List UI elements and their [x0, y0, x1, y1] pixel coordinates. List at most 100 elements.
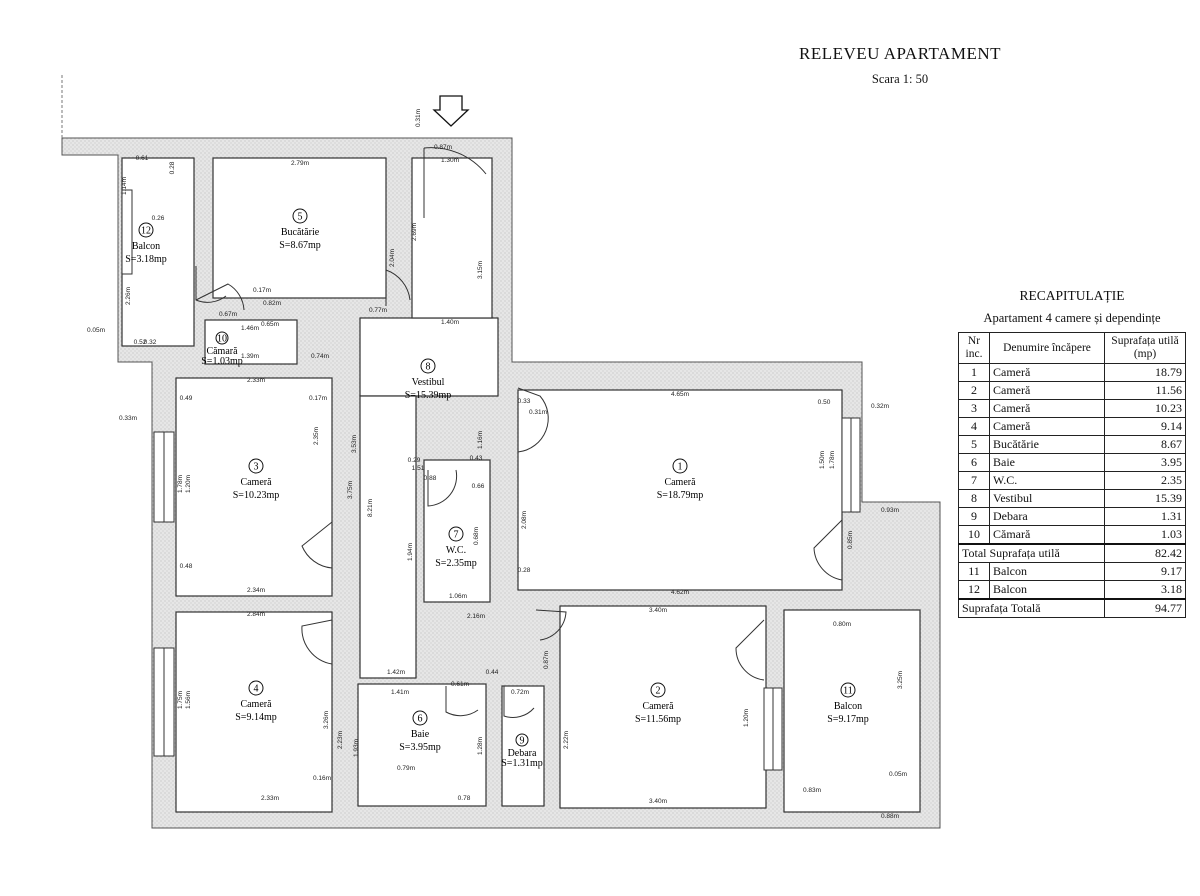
- room-area: S=8.67mp: [279, 240, 320, 251]
- dimension-label: 0.16m: [313, 775, 331, 782]
- room-number-circle: [292, 208, 308, 224]
- recap-cell-name: Balcon: [989, 562, 1105, 581]
- room-number-circle: [515, 733, 529, 747]
- recap-cell-name: Cameră: [989, 399, 1105, 418]
- room-number-circle: [138, 222, 154, 238]
- room-nr: 6: [418, 714, 423, 725]
- recap-cell-name: Cămară: [989, 525, 1105, 545]
- dimension-label: 1.41m: [391, 689, 409, 696]
- room-nr: 10: [217, 334, 227, 345]
- recap-cell-name: Vestibul: [989, 489, 1105, 508]
- recap-cell-nr: 5: [958, 435, 990, 454]
- dimension-label: 2.69m: [411, 223, 418, 241]
- room-hall-floor-lower: [359, 395, 417, 679]
- room-2-floor: [559, 605, 767, 809]
- room-hall-floor: [359, 317, 499, 397]
- dimension-label: 1.42m: [387, 669, 405, 676]
- room-area: S=15.39mp: [405, 390, 451, 401]
- dimension-label: 0.05m: [87, 327, 105, 334]
- room-number-circle: [215, 331, 229, 345]
- room-area: S=9.14mp: [235, 712, 276, 723]
- room-number-circle: [248, 458, 264, 474]
- room-name: Balcon: [834, 701, 862, 712]
- dimension-label: 0.87m: [543, 651, 550, 669]
- dimension-label: 0.82m: [263, 300, 281, 307]
- recap-cell-area: 11.56: [1104, 381, 1186, 400]
- dimension-label: 1.93m: [353, 739, 360, 757]
- room-nr: 8: [426, 362, 431, 373]
- room-labels: 1CamerăS=18.79mp2CamerăS=11.56mp3CamerăS…: [125, 208, 869, 769]
- dimension-label: 1.94m: [407, 543, 414, 561]
- room-number-circle: [412, 710, 428, 726]
- recap-cell-area: 9.17: [1104, 562, 1186, 581]
- dimension-label: 0.31m: [529, 409, 547, 416]
- dimension-label: 0.52: [134, 339, 147, 346]
- dimension-label: 2.22m: [563, 731, 570, 749]
- dimension-label: 0.61m: [451, 681, 469, 688]
- room-name: Bucătărie: [281, 227, 320, 238]
- recap-subtitle: Apartament 4 camere și dependințe: [983, 311, 1161, 325]
- room-area: S=9.17mp: [827, 714, 868, 725]
- recap-cell-area: 18.79: [1104, 363, 1186, 382]
- drawing-title: RELEVEU APARTAMENT: [799, 44, 1001, 63]
- room-area: S=11.56mp: [635, 714, 681, 725]
- dimension-label: 0.31m: [415, 109, 422, 127]
- dimension-label: 2.33m: [247, 377, 265, 384]
- dimension-label: 0.79m: [397, 765, 415, 772]
- room-name: Debara: [508, 748, 537, 759]
- dimension-label: 0.28: [169, 161, 176, 174]
- dimension-label: 0.49: [180, 395, 193, 402]
- recap-cell-nr: 4: [958, 417, 990, 436]
- entry-corridor-floor: [411, 157, 493, 319]
- dimension-label: 1.56m: [185, 691, 192, 709]
- dimension-label: 0.72m: [511, 689, 529, 696]
- recap-cell-area: 10.23: [1104, 399, 1186, 418]
- recap-cell-nr: 8: [958, 489, 990, 508]
- dimension-label: 1.78m: [829, 451, 836, 469]
- recap-cell-name: Debara: [989, 507, 1105, 526]
- recap-cell-nr: 3: [958, 399, 990, 418]
- dimension-label: 2.84m: [247, 611, 265, 618]
- room-name: Cămară: [206, 346, 238, 357]
- dimension-label: 2.23m: [337, 731, 344, 749]
- recap-total-value: 94.77: [1104, 598, 1186, 618]
- dimension-label: 1.30m: [441, 157, 459, 164]
- dimension-label: 3.26m: [323, 711, 330, 729]
- dimension-label: 0.80m: [833, 621, 851, 628]
- dimension-label: 0.93m: [881, 507, 899, 514]
- dimension-label: 1.39m: [241, 353, 259, 360]
- dimension-label: 3.53m: [351, 435, 358, 453]
- room-balcony-11-floor: [783, 609, 921, 813]
- room-area: S=2.35mp: [435, 558, 476, 569]
- recap-cell-name: W.C.: [989, 471, 1105, 490]
- dimension-label: 0.77m: [369, 307, 387, 314]
- dimension-label: 0.85m: [847, 531, 854, 549]
- dimension-label: 1.20m: [743, 709, 750, 727]
- recap-cell-area: 2.35: [1104, 471, 1186, 490]
- room-name: Cameră: [642, 701, 674, 712]
- dimension-label: 0.48: [180, 563, 193, 570]
- recap-cell-nr: 6: [958, 453, 990, 472]
- dimension-label: 1.16m: [477, 431, 484, 449]
- dimension-label: 0.17m: [253, 287, 271, 294]
- recap-cell-name: Cameră: [989, 381, 1105, 400]
- dimension-label: 0.78: [458, 795, 471, 802]
- dimension-label: 1.78m: [177, 475, 184, 493]
